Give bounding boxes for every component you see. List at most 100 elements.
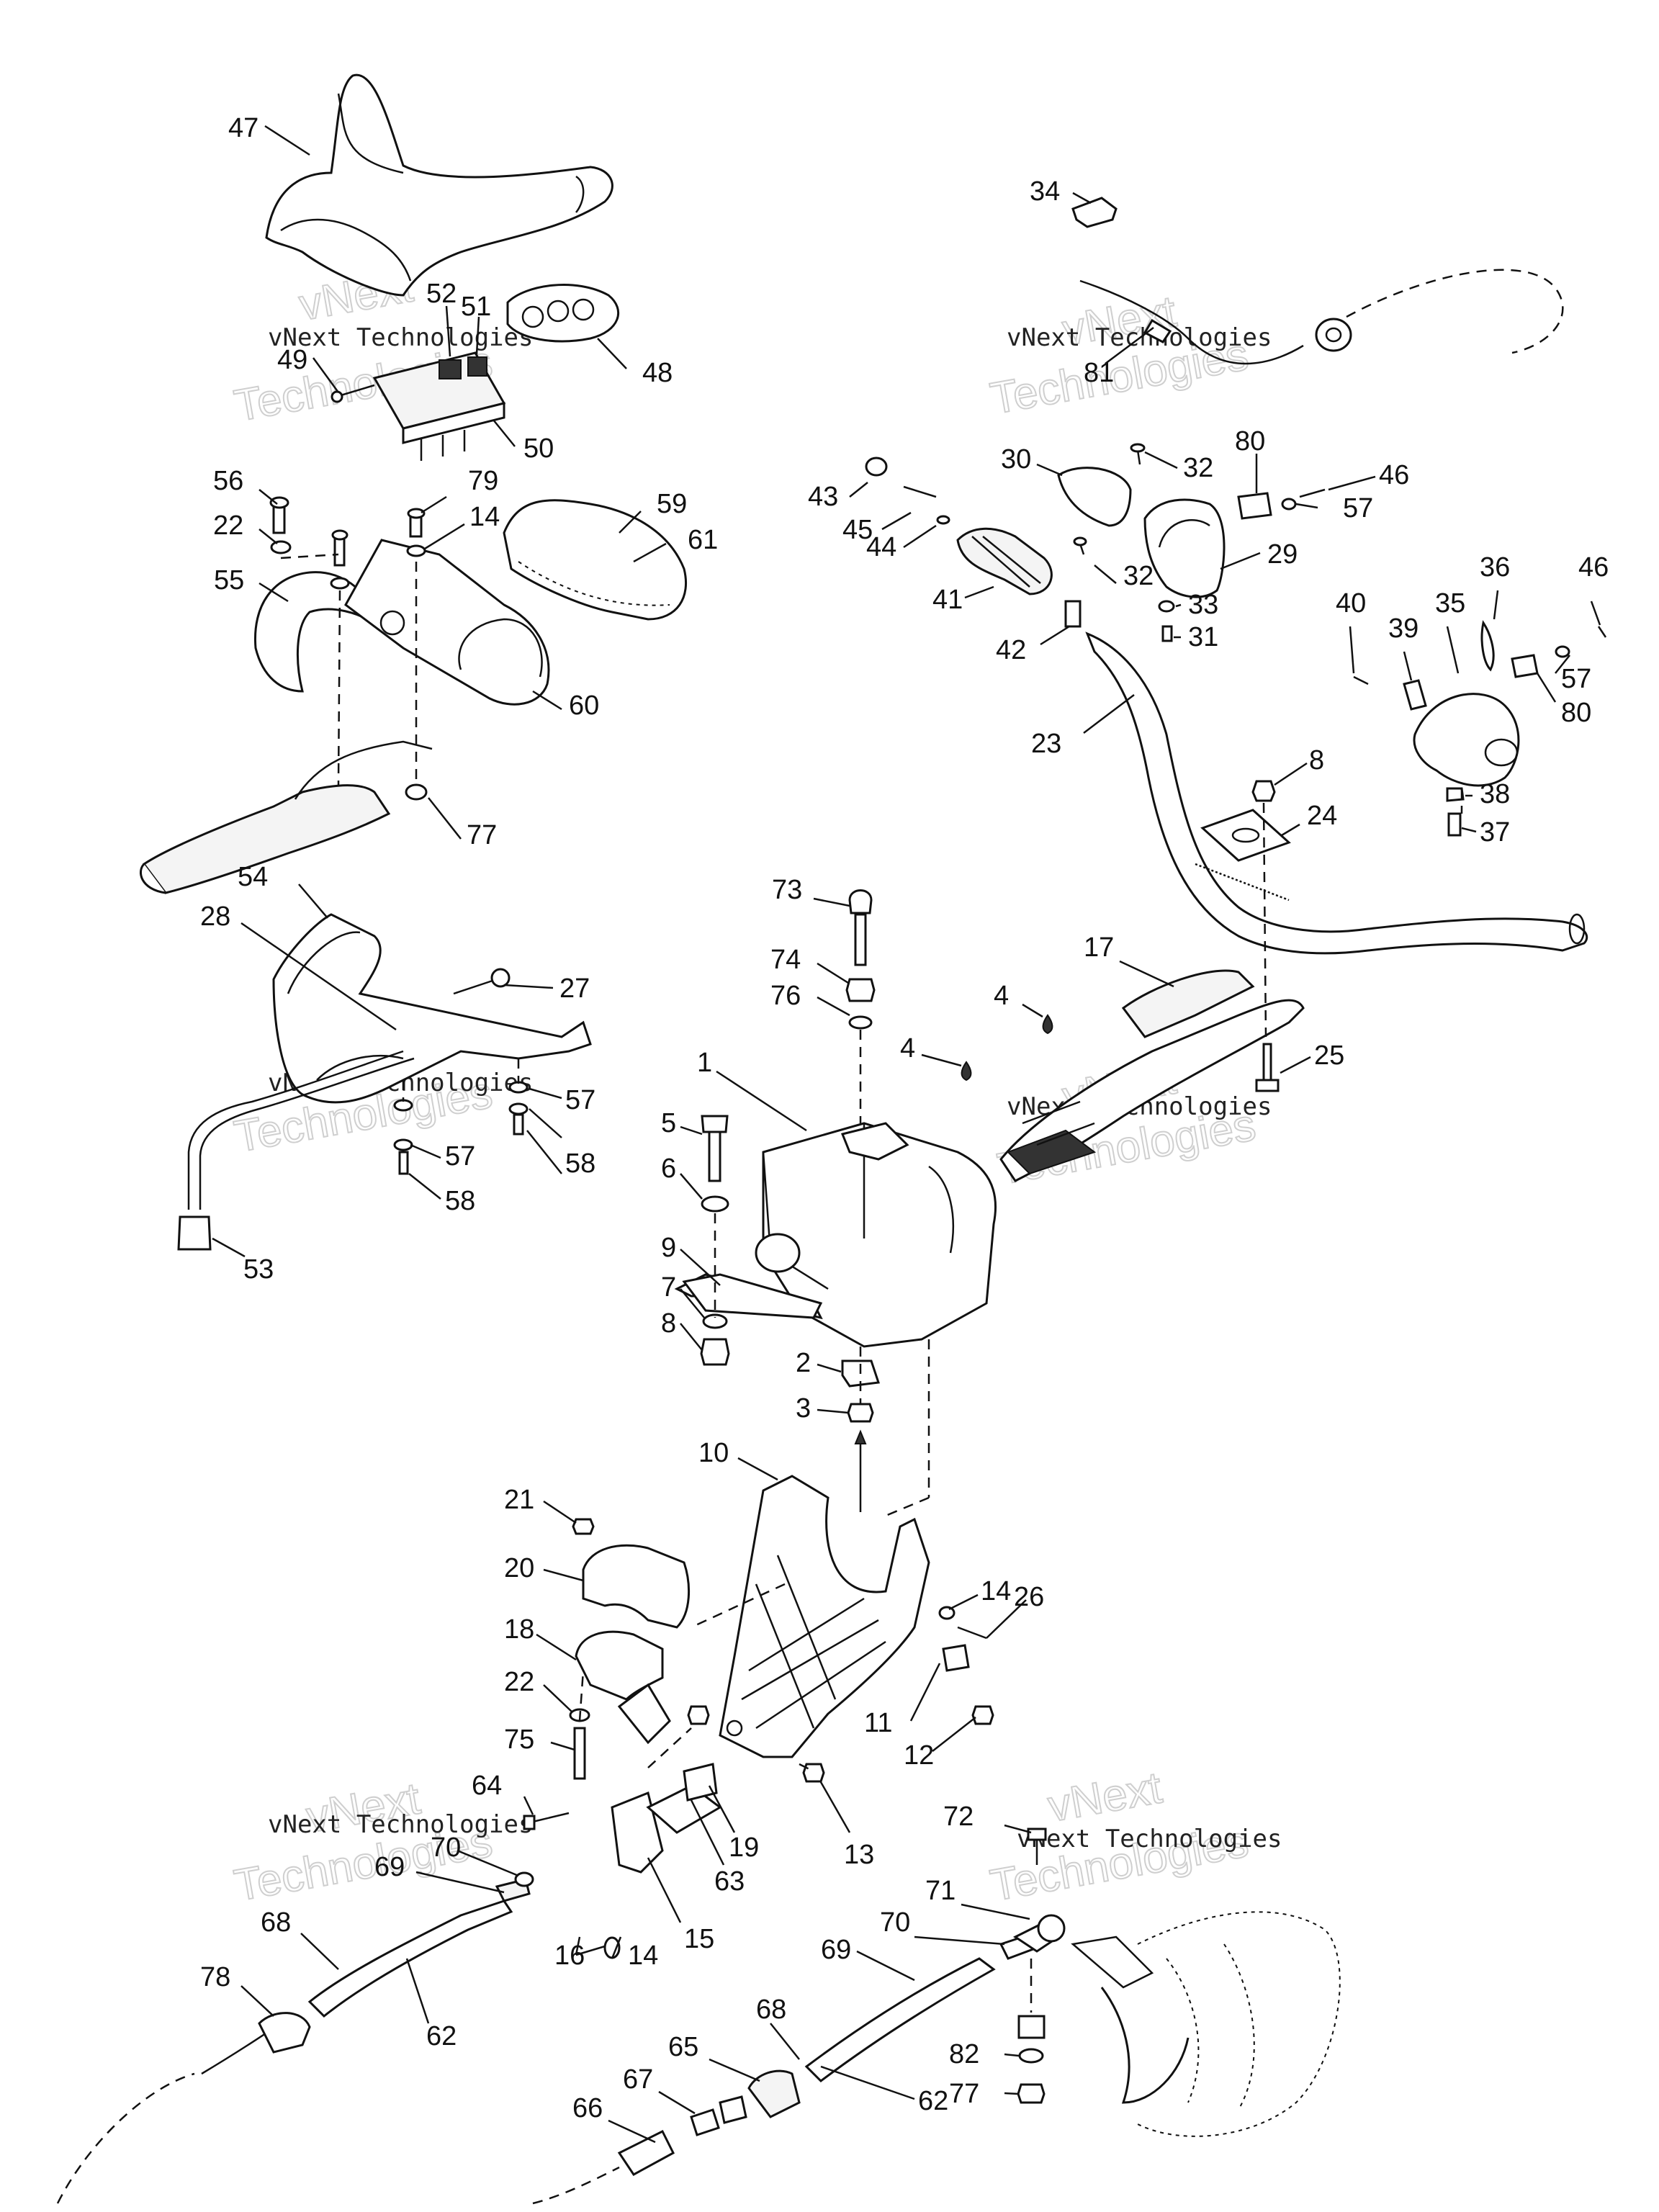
housing-60 <box>344 539 550 706</box>
callout-41: 41 <box>932 585 963 615</box>
rod-end-71 <box>1013 1914 1066 1953</box>
callout-1: 1 <box>697 1048 712 1078</box>
callout-14: 14 <box>469 502 500 532</box>
callout-21: 21 <box>504 1485 534 1515</box>
callout-35: 35 <box>1435 588 1465 619</box>
callout-19: 19 <box>729 1833 759 1863</box>
callout-62: 62 <box>426 2021 457 2051</box>
callout-61: 61 <box>688 525 718 555</box>
cable-62-left <box>56 1878 531 2204</box>
callout-4: 4 <box>994 981 1009 1011</box>
callout-46: 46 <box>1578 552 1609 583</box>
plate-9 <box>674 1273 823 1320</box>
callout-5: 5 <box>661 1108 676 1138</box>
callout-57: 57 <box>1343 493 1373 523</box>
callout-50: 50 <box>523 433 554 464</box>
watermark-big: vNext <box>1044 1763 1165 1831</box>
callout-65: 65 <box>668 2032 698 2062</box>
grip-59 <box>503 499 688 621</box>
callout-77: 77 <box>949 2079 979 2109</box>
callout-48: 48 <box>642 358 673 388</box>
hardware-group <box>269 443 1607 2136</box>
callout-72: 72 <box>943 1802 974 1832</box>
callout-43: 43 <box>808 482 838 512</box>
lever-15 <box>611 1784 722 1874</box>
callout-80: 80 <box>1561 698 1591 728</box>
callout-75: 75 <box>504 1725 534 1755</box>
callout-57: 57 <box>1561 664 1591 694</box>
callout-55: 55 <box>214 565 244 595</box>
callout-30: 30 <box>1001 444 1031 475</box>
callout-44: 44 <box>866 532 896 562</box>
callout-57: 57 <box>565 1085 595 1115</box>
callout-69: 69 <box>374 1852 405 1882</box>
stem-17 <box>999 969 1305 1182</box>
callout-47: 47 <box>228 113 258 143</box>
callout-39: 39 <box>1388 613 1419 644</box>
callout-52: 52 <box>426 279 457 309</box>
callout-28: 28 <box>200 902 230 932</box>
callout-56: 56 <box>213 466 243 496</box>
assembly-lines <box>280 553 1463 2013</box>
clamp-20 <box>582 1544 691 1629</box>
callout-78: 78 <box>200 1962 230 1992</box>
steering-support-1 <box>755 1122 997 1348</box>
callout-32: 32 <box>1183 453 1213 483</box>
bracket-10 <box>719 1475 930 1758</box>
callout-11: 11 <box>864 1708 892 1738</box>
callout-58: 58 <box>565 1148 595 1179</box>
callout-45: 45 <box>842 515 873 545</box>
watermark-text: vNext Technologies <box>268 323 533 352</box>
callout-54: 54 <box>238 862 268 892</box>
cable-81 <box>1079 269 1564 365</box>
callout-60: 60 <box>569 691 599 721</box>
callout-27: 27 <box>559 974 590 1004</box>
handlebar-23 <box>1085 631 1588 955</box>
callout-74: 74 <box>770 945 801 975</box>
callout-3: 3 <box>796 1393 811 1424</box>
callout-76: 76 <box>770 981 801 1011</box>
gasket-48 <box>506 284 620 343</box>
callout-24: 24 <box>1307 801 1337 831</box>
callout-70: 70 <box>880 1907 910 1938</box>
callout-81: 81 <box>1084 358 1114 388</box>
callout-58: 58 <box>445 1186 475 1216</box>
cover-30 <box>1057 467 1132 527</box>
throttle-lever <box>140 740 433 894</box>
callout-22: 22 <box>213 511 243 541</box>
callout-32: 32 <box>1123 561 1154 591</box>
callout-67: 67 <box>623 2064 653 2095</box>
callout-31: 31 <box>1188 622 1218 652</box>
switch-assembly-50 <box>372 351 506 461</box>
callout-73: 73 <box>772 875 802 905</box>
callout-51: 51 <box>461 292 491 322</box>
callout-71: 71 <box>925 1876 956 1906</box>
callout-10: 10 <box>698 1438 729 1468</box>
callout-12: 12 <box>904 1740 934 1771</box>
callout-18: 18 <box>504 1614 534 1645</box>
callout-69: 69 <box>821 1935 851 1965</box>
callout-68: 68 <box>756 1995 786 2025</box>
callout-25: 25 <box>1314 1040 1344 1071</box>
callout-66: 66 <box>572 2093 603 2123</box>
callout-14: 14 <box>628 1941 658 1971</box>
callout-17: 17 <box>1084 932 1114 963</box>
callout-2: 2 <box>796 1348 811 1378</box>
callout-82: 82 <box>949 2039 979 2069</box>
callout-15: 15 <box>684 1924 714 1954</box>
callout-labels: 47 34 52 51 49 48 50 81 56 79 59 22 14 6… <box>200 113 1609 2123</box>
callout-8: 8 <box>661 1308 676 1339</box>
callout-38: 38 <box>1480 779 1510 809</box>
grip-41 <box>956 527 1053 595</box>
clip-34 <box>1071 197 1118 228</box>
callout-62: 62 <box>918 2086 948 2116</box>
callout-49: 49 <box>277 345 307 375</box>
cable-62-right <box>532 1936 1040 2205</box>
bracket-54 <box>272 913 592 1104</box>
callout-42: 42 <box>996 635 1026 665</box>
callout-14: 14 <box>981 1576 1011 1606</box>
callout-64: 64 <box>472 1771 502 1801</box>
throttle-housing-35 <box>1413 693 1520 787</box>
watermark-text: vNext Technologies <box>268 1810 533 1839</box>
